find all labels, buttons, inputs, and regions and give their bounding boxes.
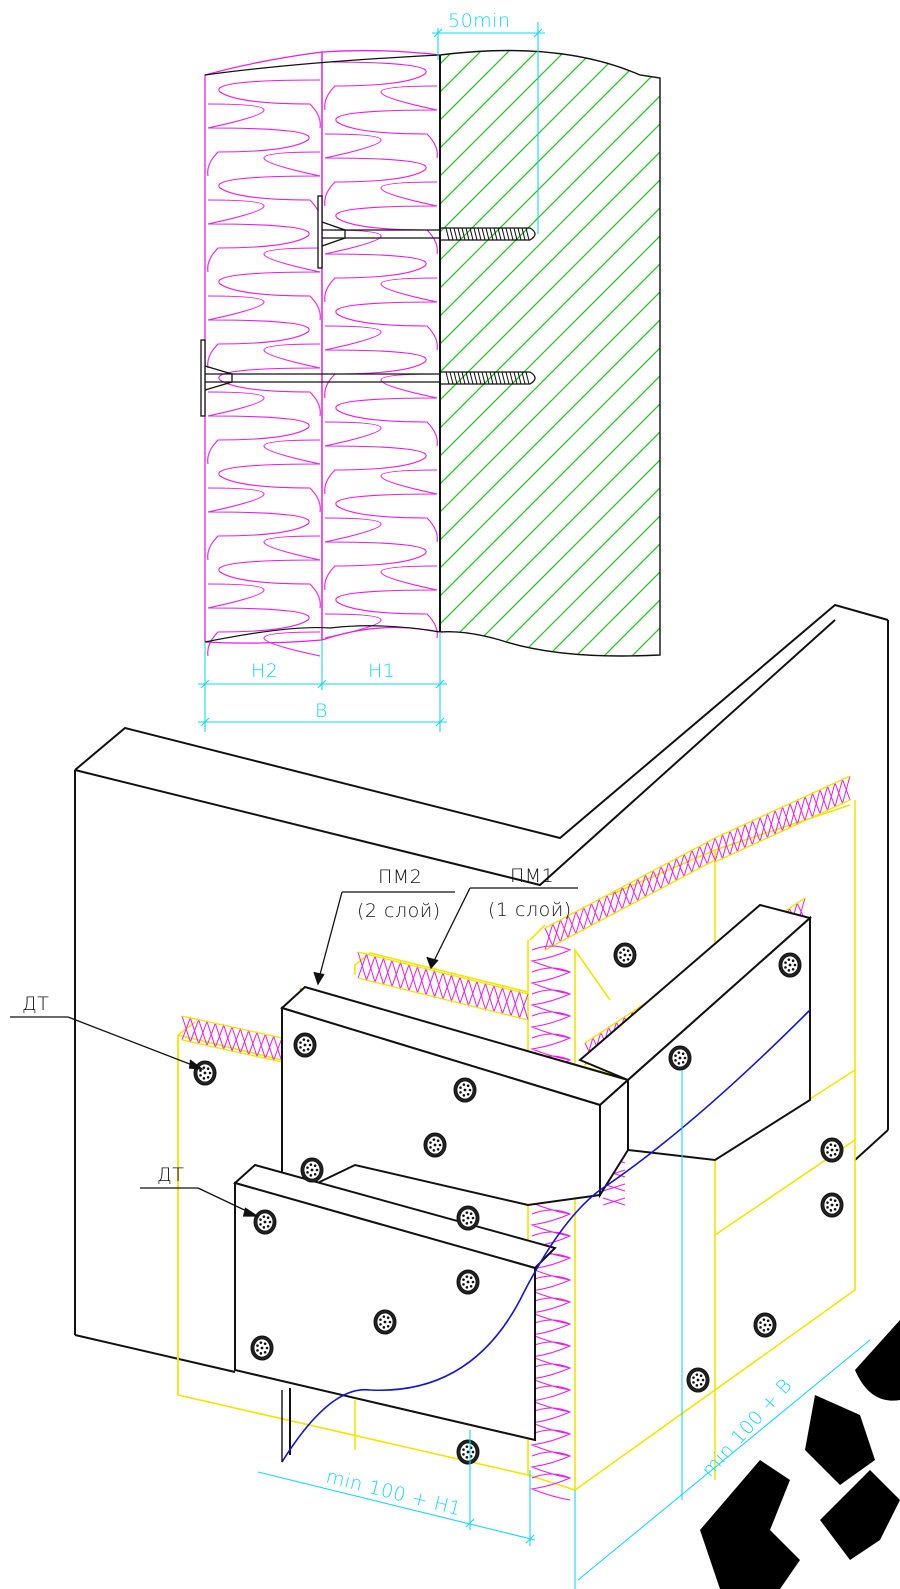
- dowel-head: [373, 1309, 397, 1335]
- label-pm2-sub: (2 слой): [357, 900, 441, 922]
- board-pm2-lower: [232, 1163, 557, 1455]
- board-pm2-right: [578, 903, 813, 1162]
- insulation-corner-strip: [530, 945, 626, 1501]
- dimension-anchor-depth: [432, 22, 545, 234]
- isometric-corner-view: ПМ2 (2 слой) ПМ1 (1 слой) ДТ ДТ min 100 …: [10, 603, 900, 1589]
- dimension-label-b: B: [315, 700, 328, 722]
- dowel-head: [820, 1192, 844, 1218]
- dowel-head: [293, 1032, 317, 1058]
- dowel-head: [193, 1060, 217, 1086]
- dowel-head: [820, 1137, 844, 1163]
- insulation-layer-h2: [204, 51, 323, 657]
- dowel-head: [778, 952, 802, 978]
- leader-lines: [10, 887, 578, 1217]
- dowel-head: [253, 1209, 277, 1235]
- wall-block: [74, 603, 889, 1373]
- label-dt-lower: ДТ: [157, 1164, 184, 1186]
- dowel-head: [753, 1312, 777, 1338]
- dimension-label-right: min 100 + B: [697, 1374, 796, 1481]
- dowel-head: [250, 1335, 274, 1361]
- label-dt-upper: ДТ: [22, 993, 49, 1015]
- dowel-head: [456, 1269, 480, 1295]
- dowel-anchor-lower: [200, 339, 536, 417]
- dowel-head: [613, 942, 637, 968]
- dimension-layer-thickness: [198, 632, 447, 732]
- watermark-logo: [700, 1320, 900, 1589]
- section-view: 50min H2 H1 B: [198, 10, 661, 732]
- dowel-heads: [193, 942, 844, 1465]
- dowel-anchor-upper: [317, 195, 536, 269]
- dimension-label-h2: H2: [251, 660, 278, 682]
- dowel-head: [423, 1132, 447, 1158]
- concrete-wall: [439, 49, 661, 657]
- dimension-label-h1: H1: [368, 660, 395, 682]
- label-pm2: ПМ2: [378, 866, 422, 888]
- dimension-label-50min: 50min: [448, 10, 511, 32]
- dowel-head: [453, 1077, 477, 1103]
- label-pm1-sub: (1 слой): [488, 899, 572, 921]
- insulation-layer-h1: [321, 49, 441, 641]
- dimension-iso: [257, 1070, 871, 1589]
- dowel-head: [686, 1367, 710, 1393]
- cutaway-curve: [281, 1009, 811, 1463]
- dowel-head: [456, 1205, 480, 1231]
- dowel-head: [456, 1439, 480, 1465]
- dowel-head: [668, 1045, 692, 1071]
- label-pm1: ПМ1: [510, 865, 554, 887]
- dowel-head: [300, 1157, 324, 1183]
